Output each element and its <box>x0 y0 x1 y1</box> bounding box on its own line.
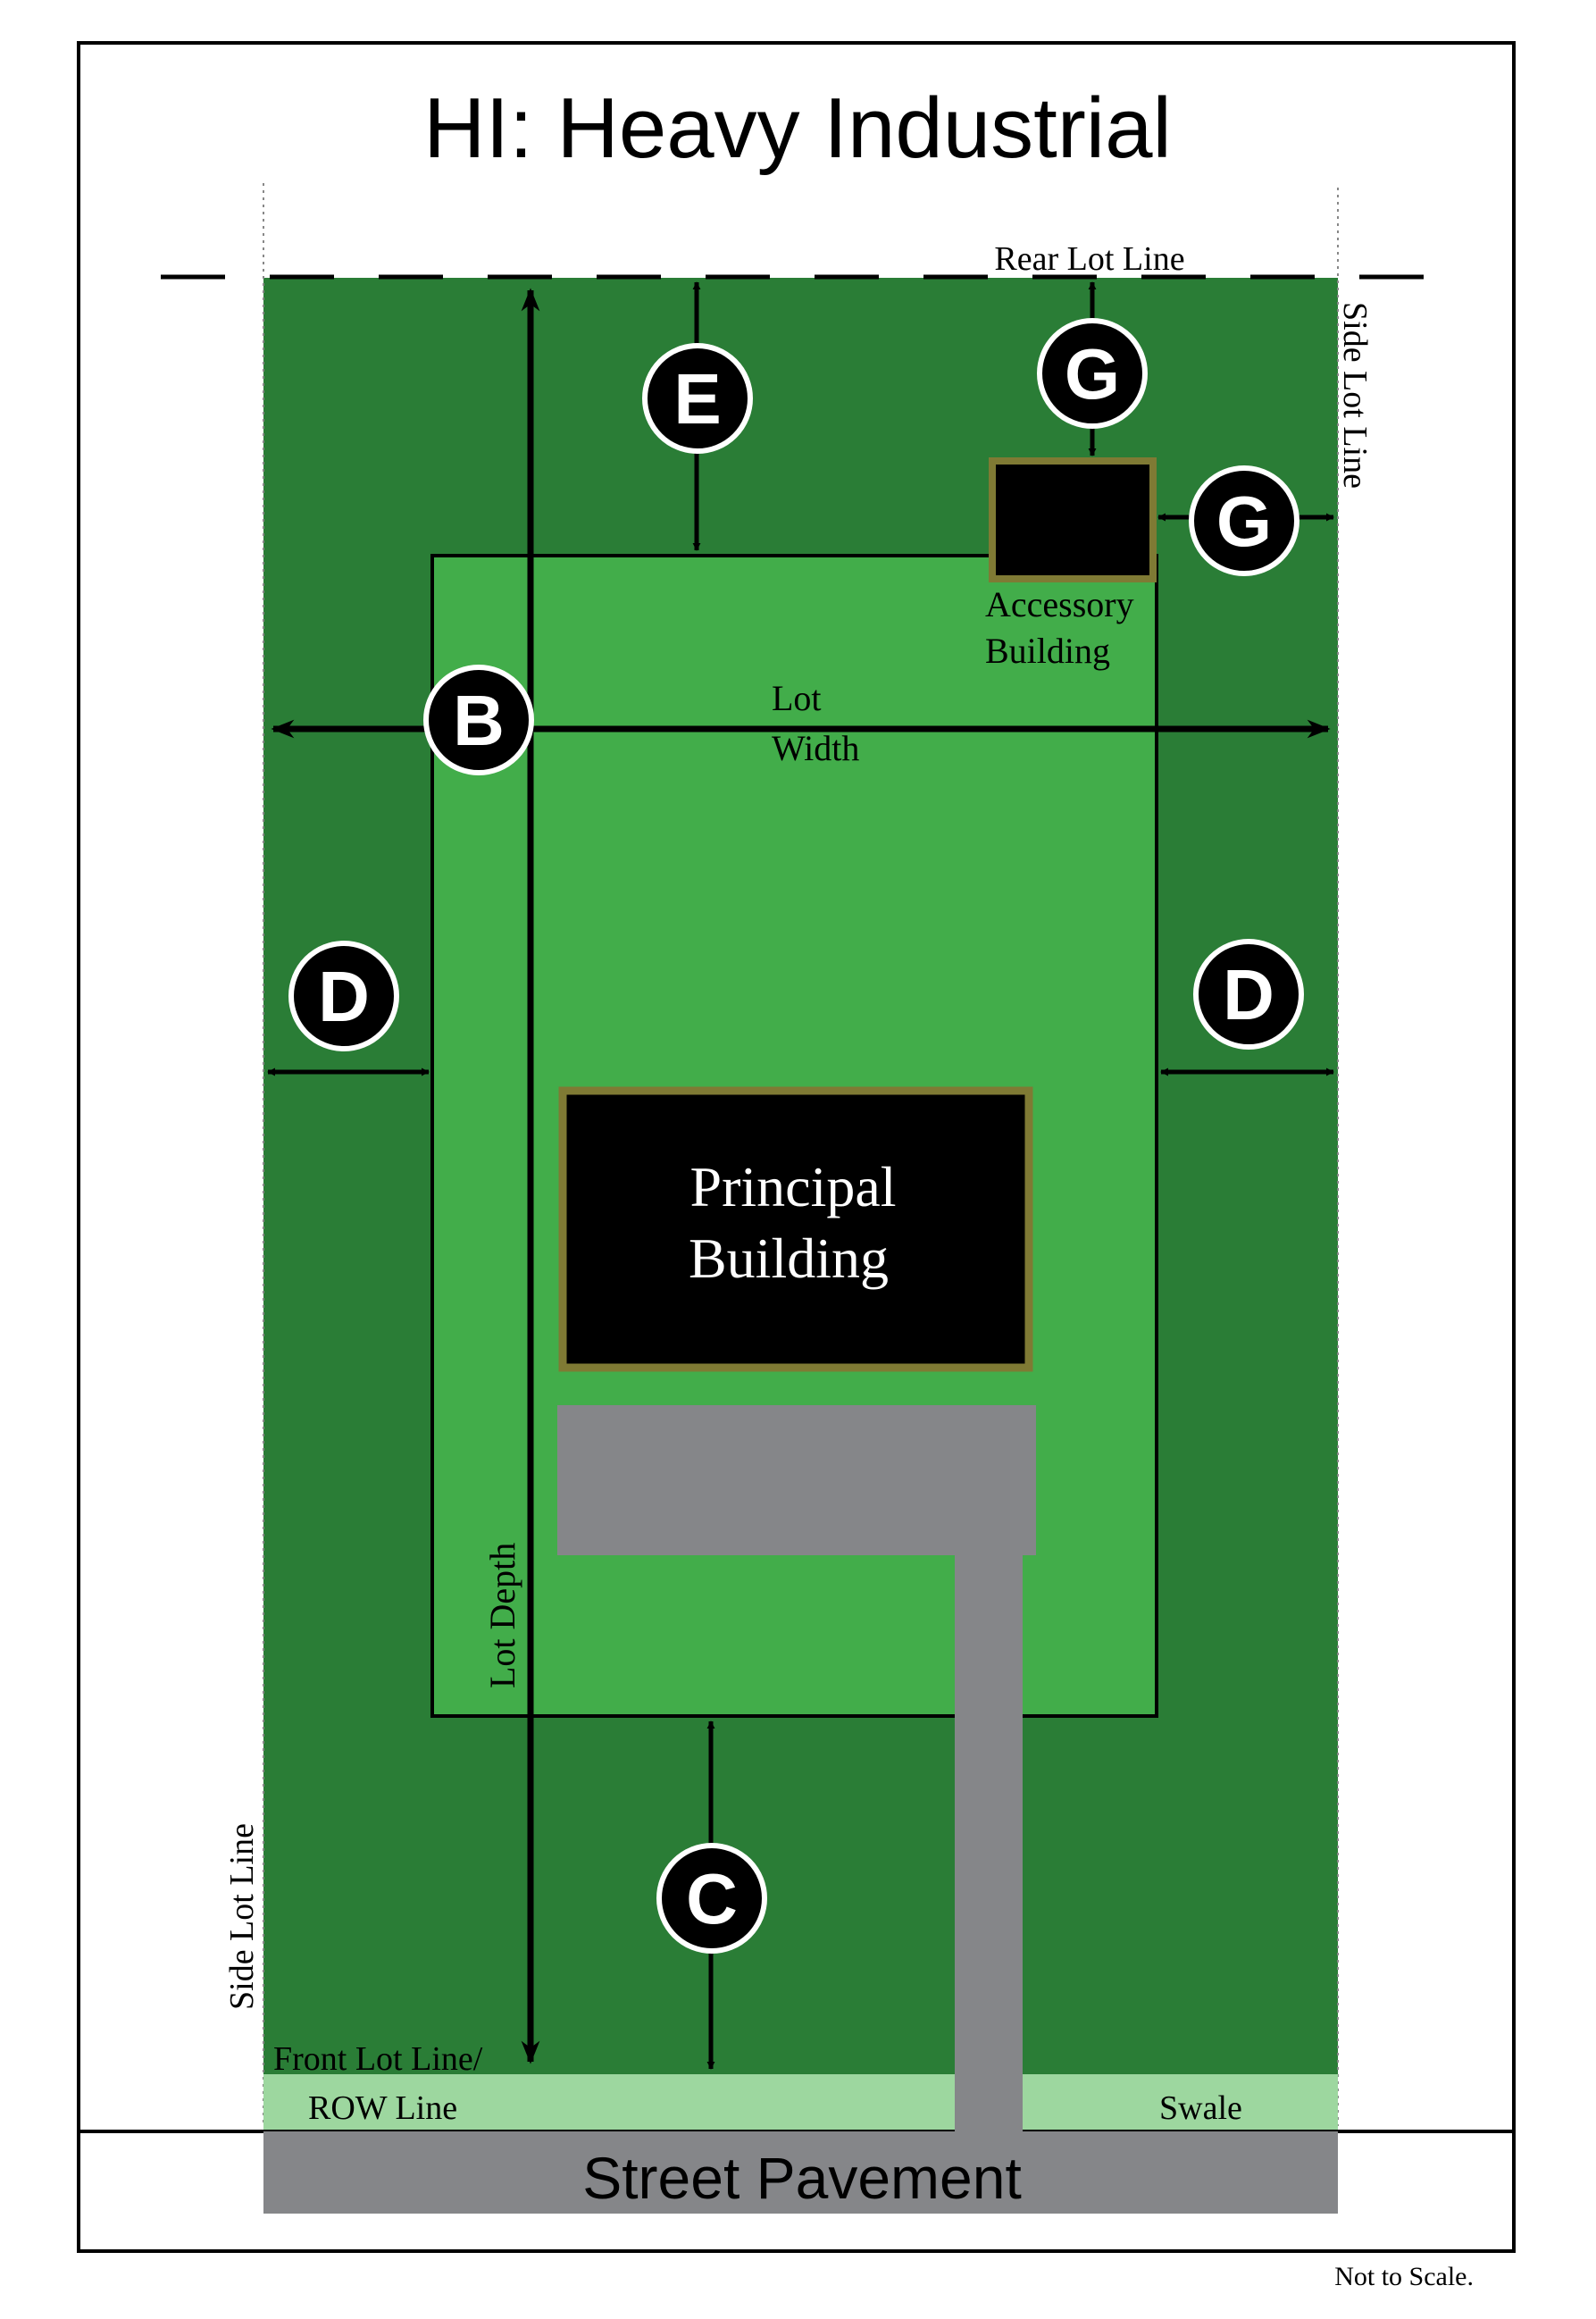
side-lot-line-label-right: Side Lot Line <box>1336 302 1374 489</box>
svg-text:D: D <box>1223 955 1274 1034</box>
street-pavement-label: Street Pavement <box>582 2145 1022 2211</box>
principal-building-label-1: Principal <box>689 1155 896 1218</box>
marker-g-side: G <box>1189 465 1299 576</box>
page-title: HI: Heavy Industrial <box>423 80 1172 176</box>
svg-text:D: D <box>318 957 370 1036</box>
lot-width-label-1: Lot <box>772 678 822 718</box>
svg-text:G: G <box>1216 481 1272 561</box>
swale-strip <box>263 2074 1338 2131</box>
rear-lot-line-label: Rear Lot Line <box>994 240 1184 278</box>
page-frame <box>77 41 1516 2253</box>
marker-d-right: D <box>1193 939 1304 1050</box>
lot-width-label-2: Width <box>772 728 859 768</box>
svg-text:B: B <box>453 681 505 760</box>
front-lot-line-label: Front Lot Line/ <box>273 2040 483 2078</box>
accessory-building-label-1: Accessory <box>985 584 1134 624</box>
not-to-scale-note: Not to Scale. <box>1334 2262 1474 2291</box>
accessory-building <box>989 457 1157 582</box>
street-pavement <box>263 2131 1338 2214</box>
driveway <box>955 1555 1023 2131</box>
marker-b: B <box>423 665 534 775</box>
accessory-building-label-2: Building <box>985 631 1110 671</box>
row-line-label: ROW Line <box>308 2089 457 2127</box>
lot-depth-label: Lot Depth <box>482 1543 522 1688</box>
marker-c: C <box>656 1843 767 1954</box>
svg-text:E: E <box>673 359 721 439</box>
marker-g-top: G <box>1037 318 1148 429</box>
marker-d-left: D <box>288 941 399 1051</box>
svg-text:C: C <box>686 1859 738 1938</box>
parking-pad <box>557 1405 1036 1555</box>
principal-building-label-2: Building <box>689 1226 889 1290</box>
svg-text:G: G <box>1065 334 1120 414</box>
marker-e: E <box>642 343 753 454</box>
side-lot-line-label-left: Side Lot Line <box>223 1823 261 2010</box>
principal-building <box>558 1086 1033 1372</box>
swale-label: Swale <box>1159 2089 1242 2127</box>
